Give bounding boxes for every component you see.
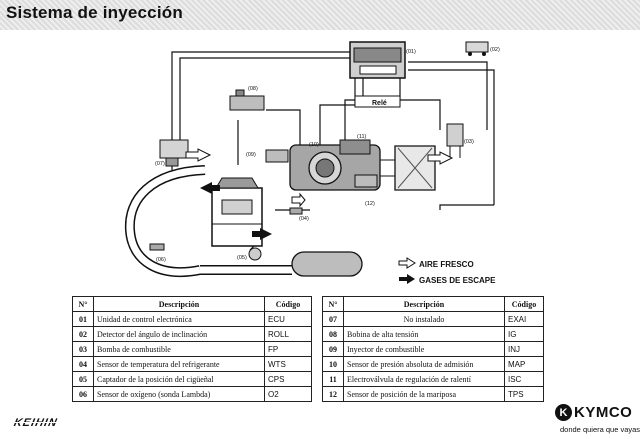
col-header-code: Código — [504, 296, 544, 312]
crank-position-sensor — [248, 247, 262, 261]
exai-valve — [159, 139, 189, 167]
col-header-code: Código — [264, 296, 312, 312]
relay-box — [354, 95, 401, 108]
row-num: 01 — [72, 311, 94, 327]
header-bar: Sistema de inyección — [0, 0, 640, 30]
row-desc: Detector del ángulo de inclinación — [93, 326, 265, 342]
row-code: FP — [264, 341, 312, 357]
kymco-wordmark: KYMCO — [574, 404, 633, 421]
label-fuel-pump: (03) — [464, 139, 474, 145]
label-isc: (11) — [357, 134, 367, 140]
row-desc: Sensor de posición de la mariposa — [343, 386, 505, 402]
label-o2: (06) — [156, 257, 166, 263]
table-row: 05 Captador de la posición del cigüeñal … — [72, 371, 312, 387]
row-desc: Unidad de control electrónica — [93, 311, 265, 327]
col-header-num: N° — [72, 296, 94, 312]
legend-fresh-air: AIRE FRESCO — [398, 257, 474, 269]
row-code: INJ — [504, 341, 544, 357]
label-ignition-coil: (08) — [248, 86, 258, 92]
col-header-desc: Descripción — [343, 296, 505, 312]
label-ecu: (01) — [406, 49, 416, 55]
col-header-num: N° — [322, 296, 344, 312]
label-roll-sensor: (02) — [490, 47, 500, 53]
row-desc: Sensor de presión absoluta de admisión — [343, 356, 505, 372]
row-code: TPS — [504, 386, 544, 402]
label-injector: (09) — [246, 152, 256, 158]
table-row: 03 Bomba de combustible FP — [72, 341, 312, 357]
oxygen-sensor — [149, 243, 165, 251]
row-desc: Bobina de alta tensión — [343, 326, 505, 342]
throttle-body — [289, 139, 381, 191]
air-filter — [380, 145, 436, 191]
label-wts: (04) — [299, 216, 309, 222]
row-num: 11 — [322, 371, 344, 387]
row-desc: Inyector de combustible — [343, 341, 505, 357]
kymco-emblem-icon: K — [555, 404, 572, 421]
table-row: 06 Sensor de oxígeno (sonda Lambda) O2 — [72, 386, 312, 402]
row-desc: Captador de la posición del cigüeñal — [93, 371, 265, 387]
components-table-right: N° Descripción Código 07 No instalado EX… — [322, 296, 544, 402]
ignition-coil — [229, 89, 265, 111]
kymco-logo: K KYMCO — [555, 404, 632, 421]
muffler — [291, 251, 363, 277]
label-exai: (07) — [155, 161, 165, 167]
svg-text:GASES DE ESCAPE: GASES DE ESCAPE — [419, 276, 496, 285]
row-code: CPS — [264, 371, 312, 387]
fuel-injector — [265, 149, 289, 163]
row-num: 09 — [322, 341, 344, 357]
row-desc: Sensor de temperatura del refrigerante — [93, 356, 265, 372]
label-cps: (05) — [237, 255, 247, 261]
table-row: 09 Inyector de combustible INJ — [322, 341, 544, 357]
ecu-unit — [349, 41, 406, 79]
fuel-pump — [446, 123, 464, 158]
row-num: 07 — [322, 311, 344, 327]
table-row: 02 Detector del ángulo de inclinación RO… — [72, 326, 312, 342]
table-row: 08 Bobina de alta tensión IG — [322, 326, 544, 342]
fresh-air-arrow — [185, 148, 454, 208]
row-num: 02 — [72, 326, 94, 342]
page-title: Sistema de inyección — [6, 3, 183, 22]
table-row: 04 Sensor de temperatura del refrigerant… — [72, 356, 312, 372]
label-relay: Relé — [372, 100, 387, 107]
row-desc: No instalado — [343, 311, 505, 327]
legend-exhaust: GASES DE ESCAPE — [399, 274, 496, 285]
table-header-row: N° Descripción Código — [322, 296, 544, 312]
row-code: ROLL — [264, 326, 312, 342]
table-row: 10 Sensor de presión absoluta de admisió… — [322, 356, 544, 372]
row-num: 10 — [322, 356, 344, 372]
injection-system-diagram: (01) (02) Relé (08) (03) (11) (10) (12) … — [124, 41, 500, 285]
brand-slogan: donde quiera que vayas — [560, 425, 640, 434]
keihin-logo: KEIHIN — [12, 417, 59, 429]
row-desc: Bomba de combustible — [93, 341, 265, 357]
row-num: 05 — [72, 371, 94, 387]
row-num: 03 — [72, 341, 94, 357]
row-num: 06 — [72, 386, 94, 402]
row-desc: Electroválvula de regulación de ralentí — [343, 371, 505, 387]
table-row: 01 Unidad de control electrónica ECU — [72, 311, 312, 327]
row-code: EXAI — [504, 311, 544, 327]
row-code: WTS — [264, 356, 312, 372]
col-header-desc: Descripción — [93, 296, 265, 312]
table-row: 11 Electroválvula de regulación de ralen… — [322, 371, 544, 387]
table-row: 12 Sensor de posición de la mariposa TPS — [322, 386, 544, 402]
table-row: 07 No instalado EXAI — [322, 311, 544, 327]
exhaust-pipe — [124, 165, 292, 278]
exhaust-gas-arrow — [200, 182, 272, 240]
row-code: MAP — [504, 356, 544, 372]
label-tps: (12) — [365, 201, 375, 207]
row-code: IG — [504, 326, 544, 342]
svg-text:AIRE FRESCO: AIRE FRESCO — [419, 260, 474, 269]
row-num: 04 — [72, 356, 94, 372]
row-num: 08 — [322, 326, 344, 342]
row-desc: Sensor de oxígeno (sonda Lambda) — [93, 386, 265, 402]
row-code: ISC — [504, 371, 544, 387]
label-map: (10) — [309, 142, 319, 148]
row-num: 12 — [322, 386, 344, 402]
components-table-left: N° Descripción Código 01 Unidad de contr… — [72, 296, 312, 402]
roll-sensor — [465, 41, 489, 56]
table-header-row: N° Descripción Código — [72, 296, 312, 312]
coolant-temp-sensor — [289, 207, 303, 215]
row-code: ECU — [264, 311, 312, 327]
row-code: O2 — [264, 386, 312, 402]
